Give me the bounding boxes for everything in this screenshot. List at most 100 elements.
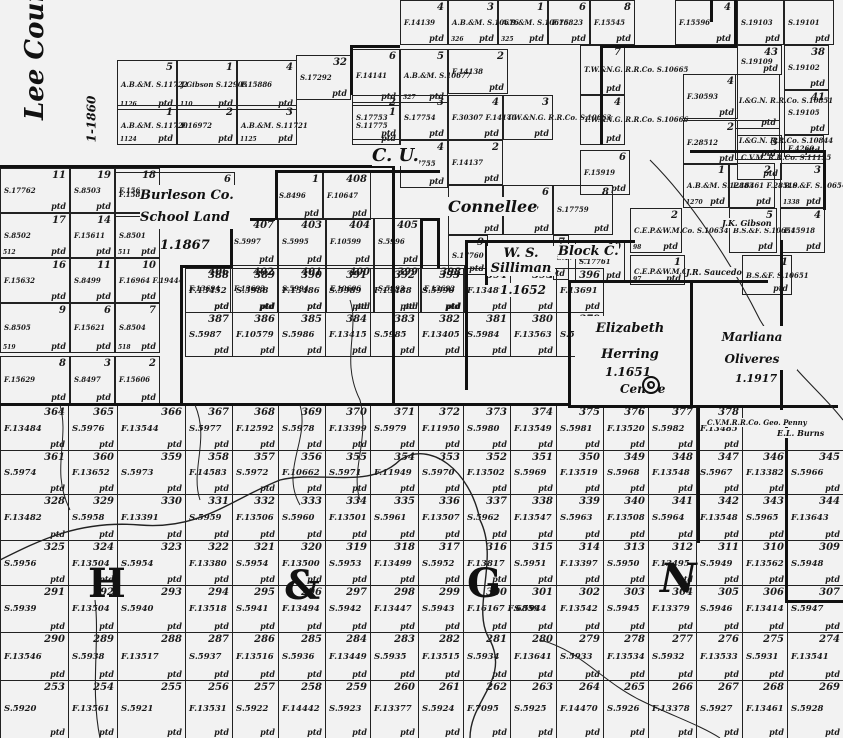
patented-mark: ptd (479, 33, 494, 43)
certificate-number: F.13691 (560, 286, 598, 297)
section-number: 299 (439, 587, 460, 598)
certificate-number: F.13541 (791, 651, 829, 662)
patented-mark: ptd (403, 254, 418, 264)
section-number: 325 (44, 542, 65, 553)
certificate-number: F.10606 (330, 284, 362, 294)
patented-mark: ptd (141, 341, 156, 351)
certificate-number: F.10647 (327, 191, 359, 201)
boundary-line (568, 405, 838, 408)
patented-mark: ptd (214, 669, 229, 679)
marliana-oliveres-number: 1.1917 (735, 372, 778, 385)
certificate-number: S.17755 (404, 159, 436, 169)
patented-mark: ptd (141, 392, 156, 402)
certificate-number: F.13501 (329, 513, 367, 523)
section-number: 279 (579, 634, 600, 645)
certificate-number: S.5977 (189, 423, 222, 434)
patented-mark: ptd (214, 439, 229, 449)
patented-mark: ptd (492, 529, 507, 539)
section-number: 261 (439, 682, 460, 693)
patented-mark: ptd (352, 483, 367, 493)
certificate-number: S.5950 (607, 558, 640, 569)
patented-mark: ptd (492, 483, 507, 493)
section-number: 368 (254, 407, 275, 418)
section-number: 260 (394, 682, 415, 693)
section-number: 2 (149, 358, 156, 369)
certificate-number: S.17762 (4, 186, 36, 196)
certificate-number: S.5925 (514, 703, 547, 714)
section-number: 274 (819, 634, 840, 645)
certificate-number: F.13405 (422, 330, 460, 341)
patented-mark: ptd (763, 63, 778, 73)
patented-mark: ptd (492, 439, 507, 449)
patented-mark: ptd (769, 727, 784, 737)
section-number: 282 (439, 634, 460, 645)
boundary-line (0, 403, 570, 406)
certificate-number: F.13547 (514, 513, 552, 523)
section-number: 300 (486, 587, 507, 598)
patented-mark: ptd (719, 153, 734, 163)
certificate-number: S.5932 (652, 651, 685, 662)
patented-mark: ptd (445, 483, 460, 493)
certificate-number: F.30307 F.14140 (452, 113, 517, 123)
section-number: 7 (614, 47, 621, 58)
patented-mark: ptd (585, 669, 600, 679)
section-number: 347 (718, 452, 739, 463)
section-number: 334 (346, 496, 367, 507)
patented-mark: ptd (260, 439, 275, 449)
patented-mark: ptd (167, 727, 182, 737)
patented-mark: ptd (616, 33, 631, 43)
section-number: 253 (44, 682, 65, 693)
section-number: 6 (104, 305, 111, 316)
gibson-label: J.K. Gibson (722, 218, 772, 228)
certificate-number: F.13378 (652, 703, 690, 714)
section-number: 330 (161, 496, 182, 507)
certificate-number: S.5972 (236, 468, 269, 479)
patented-mark: ptd (307, 254, 322, 264)
section-number: 353 (439, 452, 460, 463)
patented-mark: ptd (167, 669, 182, 679)
section-number: 2 (389, 97, 396, 108)
certificate-number: F.13484 (4, 423, 42, 434)
connellee-label: Connellee (448, 197, 538, 216)
section-number: 398 (440, 267, 461, 278)
patented-mark: ptd (769, 669, 784, 679)
certificate-number: F.14138 (452, 67, 484, 77)
patented-mark: ptd (307, 439, 322, 449)
patented-mark: ptd (769, 483, 784, 493)
section-number: 3 (814, 165, 821, 176)
certificate-number: S.5988 (236, 286, 269, 297)
patented-mark: ptd (400, 727, 415, 737)
patented-mark: ptd (158, 98, 173, 108)
patented-mark: ptd (678, 727, 693, 737)
certificate-number: F.13517 (121, 651, 159, 662)
patented-mark: ptd (815, 33, 830, 43)
certificate-number: S.5948 (791, 558, 824, 569)
file-note: 1338 (783, 199, 800, 206)
section-number: 262 (486, 682, 507, 693)
section-number: 386 (254, 314, 275, 325)
section-number: 1 (537, 2, 544, 13)
certificate-number: F.15596 (679, 18, 711, 28)
file-note: 110 (180, 101, 193, 108)
burleson-school-land-number: 1.1867 (160, 238, 210, 253)
section-number: 364 (44, 407, 65, 418)
certificate-number: S.19102 (788, 63, 820, 73)
section-number: 328 (44, 496, 65, 507)
